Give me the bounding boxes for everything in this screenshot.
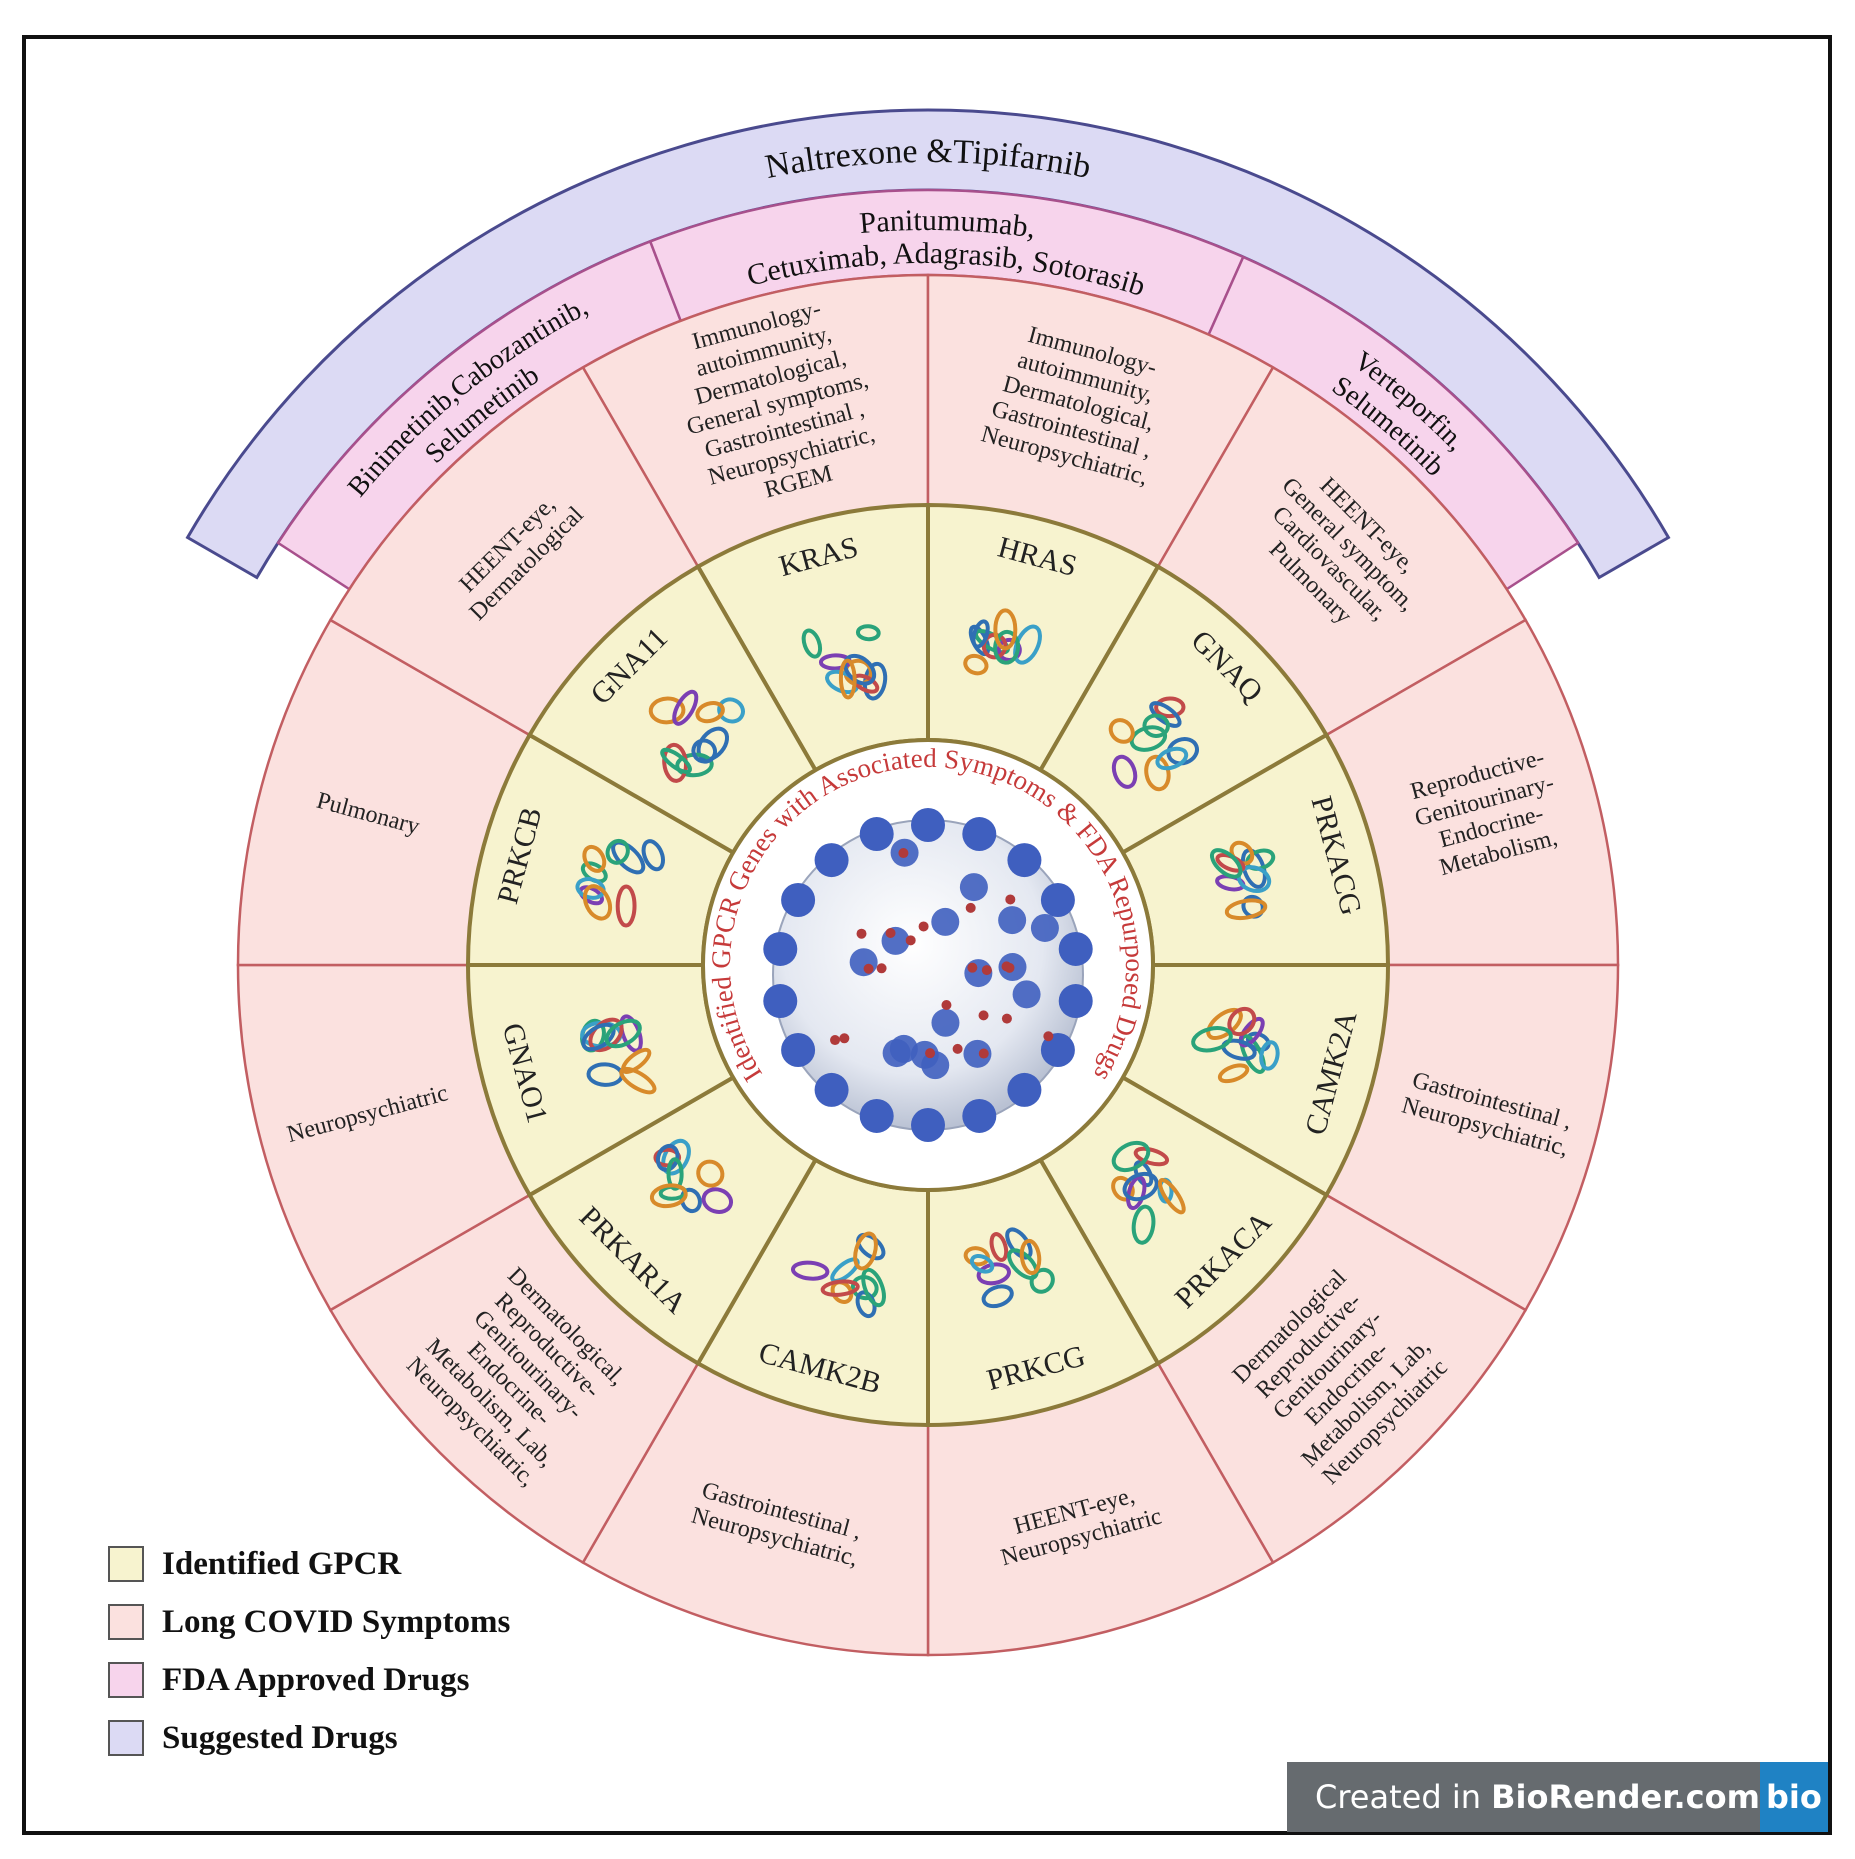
virus-particle-dot [967,962,978,973]
virus-particle-dot [839,1033,850,1044]
legend-swatch-symptoms [108,1604,144,1640]
symptom-label: Immunology-autoimmunity,Dermatological,G… [663,288,892,518]
virus-particle-dot [918,921,929,932]
legend-item-symptoms: Long COVID Symptoms [108,1593,510,1651]
virus-particle-dot [978,1010,989,1021]
legend-swatch-suggested [108,1720,144,1756]
gene-ring [465,502,1391,1428]
virus-particle-dot [952,1043,963,1054]
spike-protein-icon [814,1072,849,1107]
virus-particle-dot [863,963,874,974]
protein-structure-icon [963,1227,1055,1309]
legend-item-fda: FDA Approved Drugs [108,1651,510,1709]
center-virus [701,738,1155,1192]
spike-protein-icon [931,1008,960,1037]
protein-structure-icon [575,838,666,928]
virus-particle-dot [925,1048,936,1059]
spike-protein-icon [1007,843,1042,878]
fda-drugs-ring [276,188,1580,591]
protein-structure-icon [1111,1140,1186,1245]
protein-structure-icon [580,1014,657,1095]
spike-protein-icon [781,883,816,917]
legend-item-gpcr: Identified GPCR [108,1535,510,1593]
legend: Identified GPCR Long COVID Symptoms FDA … [108,1535,510,1767]
virus-particle-dot [1004,962,1015,973]
legend-swatch-gpcr [108,1546,144,1582]
virus-particle-dot [965,902,976,913]
spike-protein-icon [814,843,849,878]
spike-protein-icon [963,1039,992,1068]
legend-label: Long COVID Symptoms [162,1603,511,1640]
spike-protein-icon [859,1098,894,1133]
protein-structure-icon [963,608,1042,676]
protein-structure-icon [1191,1006,1280,1084]
spike-protein-icon [1040,883,1075,917]
legend-item-suggested: Suggested Drugs [108,1709,510,1767]
spike-protein-icon [1058,984,1093,1019]
spike-protein-icon [1040,1033,1075,1067]
spike-protein-icon [931,907,960,936]
virus-particle-dot [905,935,916,946]
spike-protein-icon [1007,1072,1042,1107]
virus-particle-dot [885,928,896,939]
spike-protein-icon [911,808,945,842]
legend-label: Identified GPCR [162,1545,402,1582]
spike-protein-icon [849,948,878,977]
protein-structure-icon [1108,696,1199,792]
virus-particle-dot [1043,1031,1054,1042]
spike-protein-icon [998,906,1027,935]
legend-swatch-fda [108,1662,144,1698]
protein-structure-icon [1209,840,1276,921]
spike-protein-icon [1012,980,1041,1009]
legend-label: FDA Approved Drugs [162,1661,470,1698]
legend-label: Suggested Drugs [162,1719,398,1756]
spike-protein-icon [911,1108,945,1142]
badge-brand: BioRender.com [1491,1778,1760,1816]
spike-protein-icon [962,1098,997,1133]
spike-protein-icon [881,926,910,955]
spike-protein-icon [921,1051,950,1080]
virus-particle-dot [978,1048,989,1059]
protein-structure-icon [790,1231,886,1319]
spike-protein-icon [959,873,988,902]
spike-protein-icon [889,1034,918,1063]
spike-protein-icon [763,931,798,966]
virus-particle-dot [1001,1013,1012,1024]
spike-protein-icon [859,817,894,852]
spike-protein-icon [781,1033,816,1067]
virus-particle-dot [981,965,992,976]
spike-protein-icon [1058,931,1093,966]
protein-structure-icon [648,689,745,783]
badge-prefix: Created in [1315,1778,1492,1816]
biorender-logo: bio [1759,1762,1828,1832]
virus-particle-dot [876,963,887,974]
virus-particle-dot [830,1035,841,1046]
protein-structure-icon [649,1138,734,1214]
figure-frame [22,35,1832,1835]
protein-structure-icon [801,624,888,701]
symptom-ring [236,273,1620,1657]
biorender-badge[interactable]: Created in BioRender.com bio [1287,1762,1828,1832]
virus-particle-dot [1005,894,1016,905]
badge-text: Created in BioRender.com [1287,1778,1760,1816]
spike-protein-icon [763,984,798,1019]
spike-protein-icon [962,817,997,852]
virus-particle-dot [941,1000,952,1011]
spike-protein-icon [1030,913,1059,942]
virus-particle-dot [856,928,867,939]
virus-particle-dot [898,848,909,859]
